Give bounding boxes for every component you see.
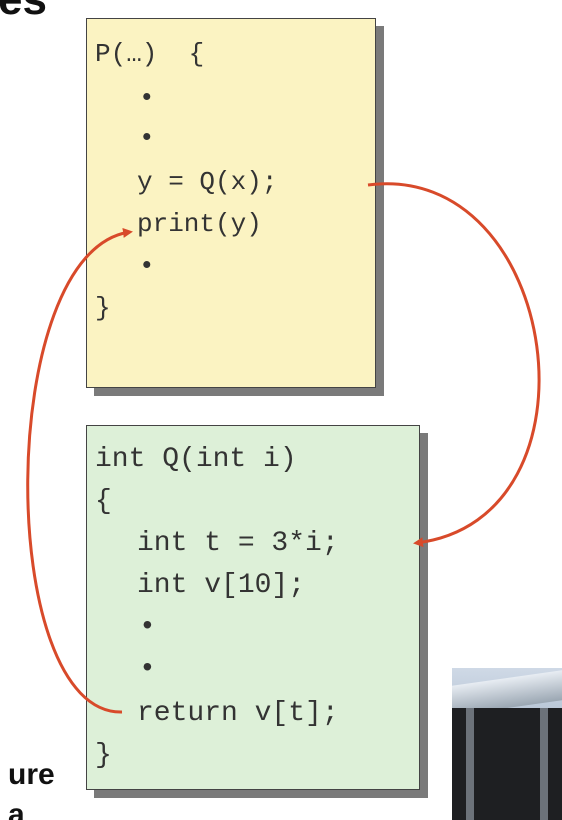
code-line: •: [139, 123, 155, 153]
code-line: }: [95, 740, 112, 771]
slide-text-fragment: ure: [8, 758, 55, 791]
code-line: •: [139, 251, 155, 281]
code-line: }: [95, 293, 111, 323]
code-line: print(y): [137, 209, 262, 239]
slide-heading-fragment: es: [0, 0, 47, 22]
code-line: int Q(int i): [95, 444, 297, 475]
code-line: {: [95, 486, 112, 517]
slide-text-fragment: a: [8, 798, 25, 820]
code-line: int v[10];: [137, 570, 306, 601]
caller-code-box: P(…) { • • y = Q(x); print(y) • }: [86, 18, 376, 388]
code-line: P(…) {: [95, 39, 205, 69]
presenter-video-thumbnail: [452, 668, 562, 820]
code-line: •: [139, 654, 156, 685]
code-line: int t = 3*i;: [137, 528, 339, 559]
code-line: y = Q(x);: [137, 167, 278, 197]
code-line: return v[t];: [137, 698, 339, 729]
callee-code-box: int Q(int i) { int t = 3*i; int v[10]; •…: [86, 425, 420, 790]
code-line: •: [139, 83, 155, 113]
code-line: •: [139, 612, 156, 643]
